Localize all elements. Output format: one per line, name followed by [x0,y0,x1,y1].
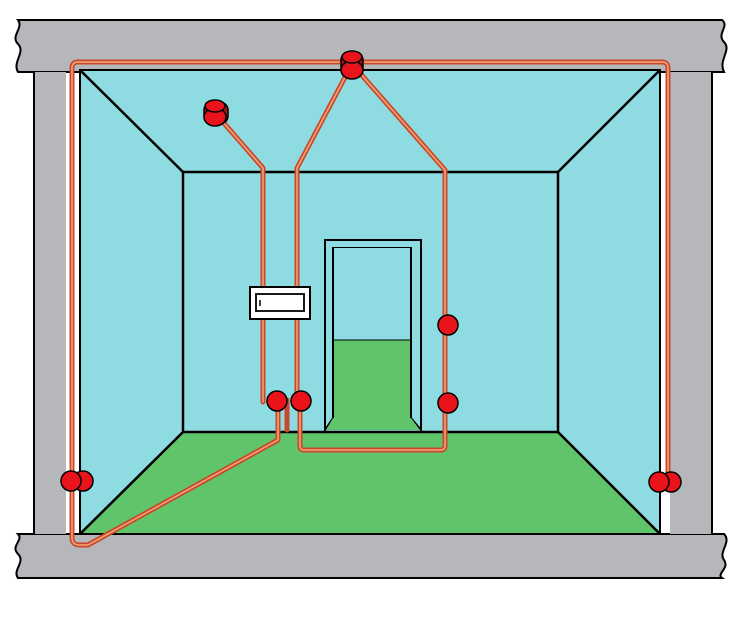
outlet-icon [290,390,312,412]
ceiling-light-icon [340,50,364,80]
junction-icon [60,470,94,492]
left-wall [34,72,66,534]
wall-light-icon [203,99,229,127]
top-wall [14,19,728,73]
bottom-wall [14,533,728,579]
doorway [324,239,422,434]
wall-frame [14,19,728,579]
switch-icon [437,314,459,336]
doorway-floor [326,340,420,430]
outlet-icon [266,390,288,412]
outlet-icon [648,471,682,493]
devices [60,50,682,493]
edge-top-left [79,69,184,173]
electrical-panel-icon [249,286,311,320]
switch-icon [437,392,459,414]
edge-top-right [557,69,661,173]
edge-bottom-left [79,431,184,535]
right-wall [670,72,712,534]
edge-bottom-right [557,431,661,535]
